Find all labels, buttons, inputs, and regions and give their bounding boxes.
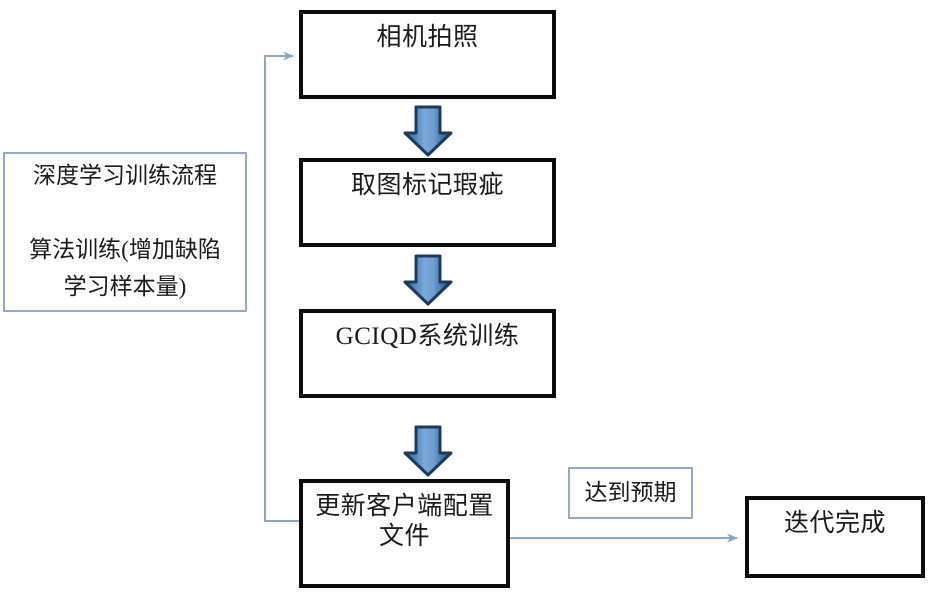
- note-meets-expectation-label: 达到预期: [584, 480, 677, 506]
- node-gciqd-system-training[interactable]: GCIQD系统训练: [299, 309, 556, 398]
- note-deep-learning-process-label: 深度学习训练流程 算法训练(增加缺陷 学习样本量): [29, 163, 221, 299]
- note-deep-learning-process[interactable]: 深度学习训练流程 算法训练(增加缺陷 学习样本量): [3, 152, 247, 312]
- node-camera-capture[interactable]: 相机拍照: [299, 10, 556, 99]
- node-gciqd-system-training-label: GCIQD系统训练: [335, 323, 520, 350]
- arrow-camera-to-mark-icon: [403, 105, 453, 157]
- arrow-gciqd-to-update-icon: [403, 425, 453, 477]
- node-update-client-config[interactable]: 更新客户端配置 文件: [299, 479, 510, 588]
- node-iteration-complete[interactable]: 迭代完成: [745, 496, 925, 578]
- note-meets-expectation[interactable]: 达到预期: [568, 467, 693, 519]
- node-camera-capture-label: 相机拍照: [376, 24, 479, 51]
- node-mark-defects[interactable]: 取图标记瑕疵: [299, 158, 556, 247]
- node-mark-defects-label: 取图标记瑕疵: [350, 172, 504, 199]
- node-update-client-config-label: 更新客户端配置 文件: [315, 493, 494, 550]
- node-iteration-complete-label: 迭代完成: [783, 510, 886, 537]
- arrow-mark-to-gciqd-icon: [403, 254, 453, 306]
- connector-feedback-loop: [264, 51, 299, 522]
